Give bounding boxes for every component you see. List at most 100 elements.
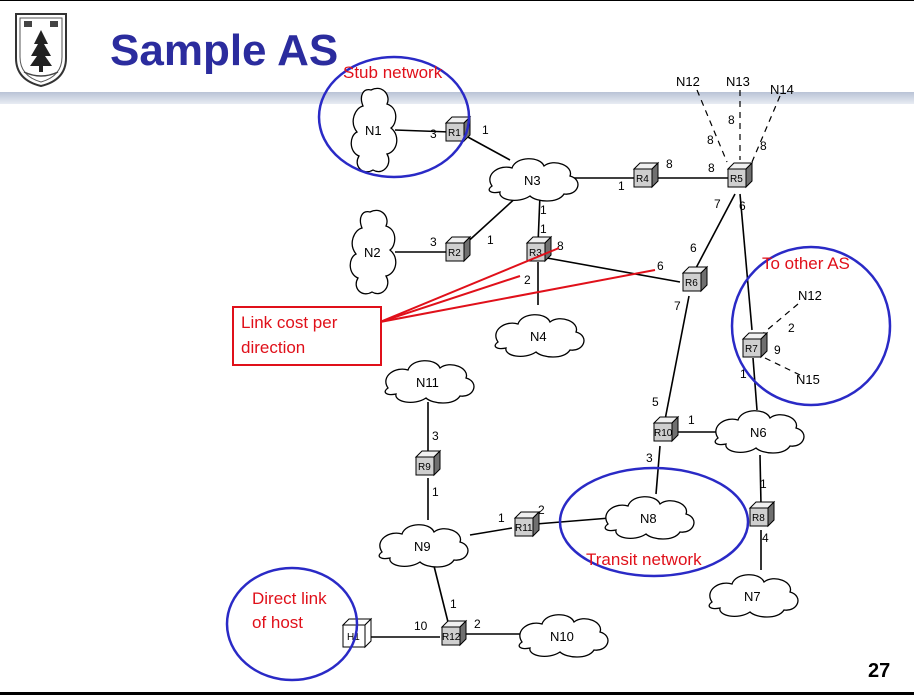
- link-n14-r5: [751, 95, 781, 163]
- cost-label: 1: [540, 222, 547, 236]
- svg-text:R6: R6: [685, 278, 698, 289]
- bottom-rule: [0, 692, 914, 695]
- svg-text:R5: R5: [730, 174, 743, 185]
- cost-label: 1: [740, 367, 747, 381]
- link-r10-n8: [655, 445, 661, 495]
- router-r9: R9: [415, 450, 441, 476]
- cost-label: 8: [728, 113, 735, 127]
- network-n11: N11: [384, 360, 475, 404]
- external-n12-side: N12: [798, 288, 822, 303]
- network-n4: N4: [494, 314, 585, 358]
- svg-text:R7: R7: [745, 344, 758, 355]
- network-n6: N6: [714, 410, 805, 454]
- stub-network-ellipse: [317, 55, 471, 179]
- svg-text:R11: R11: [515, 523, 533, 534]
- svg-text:R8: R8: [752, 513, 765, 524]
- svg-text:R12: R12: [442, 632, 461, 643]
- transit-network-label: Transit network: [586, 550, 702, 569]
- cost-label: 1: [498, 511, 505, 525]
- network-n1: N1: [350, 87, 398, 173]
- svg-text:N1: N1: [365, 123, 382, 138]
- link-n12-r5: [696, 89, 728, 163]
- router-r3: R3: [526, 236, 552, 262]
- svg-text:N2: N2: [364, 245, 381, 260]
- direct-link-label-line1: Direct link: [252, 589, 327, 608]
- svg-text:N4: N4: [530, 329, 547, 344]
- cost-label: 6: [739, 199, 746, 213]
- link-r5-r7: [739, 193, 753, 331]
- cost-label: 7: [714, 197, 721, 211]
- svg-text:N7: N7: [744, 589, 761, 604]
- stub-network-label: Stub network: [343, 63, 443, 82]
- link-r7-n6: [752, 357, 758, 411]
- cost-label: 1: [760, 477, 767, 491]
- link-n9-r12: [431, 557, 449, 623]
- cost-label: 10: [414, 619, 428, 633]
- link-n6-r8: [759, 454, 762, 506]
- cost-label: 8: [760, 139, 767, 153]
- cost-label: 8: [666, 157, 673, 171]
- svg-text:N6: N6: [750, 425, 767, 440]
- link-n9-r11: [469, 527, 513, 536]
- external-n14: N14: [770, 82, 794, 97]
- cost-label: 3: [430, 235, 437, 249]
- network-n2: N2: [349, 209, 397, 295]
- cost-label: 2: [538, 503, 545, 517]
- svg-text:N9: N9: [414, 539, 431, 554]
- svg-text:R2: R2: [448, 248, 461, 259]
- slide-title: Sample AS: [110, 26, 339, 75]
- cost-label: 1: [688, 413, 695, 427]
- link-r5-r6: [695, 193, 736, 269]
- link-n1-r1: [394, 129, 451, 133]
- other-as-label: To other AS: [762, 254, 850, 273]
- router-r8: R8: [749, 501, 775, 527]
- cost-label: 3: [646, 451, 653, 465]
- cost-label: 2: [474, 617, 481, 631]
- cost-label: 3: [430, 127, 437, 141]
- page-number: 27: [868, 660, 891, 682]
- cost-label: 1: [487, 233, 494, 247]
- cost-label: 8: [707, 133, 714, 147]
- cost-label: 7: [674, 299, 681, 313]
- top-rule: [0, 0, 914, 1]
- cost-label: 3: [432, 429, 439, 443]
- cost-label: 2: [524, 273, 531, 287]
- router-r11: R11: [514, 511, 540, 537]
- link-r1-n3: [465, 135, 511, 161]
- cost-label: 1: [540, 203, 547, 217]
- svg-text:H1: H1: [347, 632, 360, 643]
- link-r6-r10: [663, 295, 690, 426]
- cost-label: 8: [557, 239, 564, 253]
- svg-text:N3: N3: [524, 173, 541, 188]
- svg-text:R1: R1: [448, 128, 461, 139]
- link-r7-n15: [764, 357, 801, 376]
- svg-text:N8: N8: [640, 511, 657, 526]
- external-links: [696, 89, 801, 376]
- svg-text:R9: R9: [418, 462, 431, 473]
- external-n13: N13: [726, 74, 750, 89]
- svg-text:N10: N10: [550, 629, 574, 644]
- network-n3: N3: [488, 158, 579, 202]
- cost-label: 4: [762, 531, 769, 545]
- external-n15: N15: [796, 372, 820, 387]
- svg-text:N11: N11: [416, 375, 439, 390]
- network-n9: N9: [378, 524, 469, 568]
- svg-text:R10: R10: [654, 428, 673, 439]
- cost-label: 5: [652, 395, 659, 409]
- router-r7: R7: [742, 332, 768, 358]
- other-as-ellipse: [730, 245, 892, 407]
- cost-label: 1: [482, 123, 489, 137]
- transit-network-ellipse: [558, 466, 750, 578]
- host-link-ellipse: [225, 566, 359, 682]
- svg-text:R4: R4: [636, 174, 649, 185]
- svg-text:R3: R3: [529, 248, 542, 259]
- link-r2-n3: [462, 193, 521, 247]
- callout-lines: [379, 247, 656, 323]
- router-r5: R5: [727, 162, 753, 188]
- header-bar: [0, 92, 914, 104]
- link-cost-callout-box: [232, 306, 382, 366]
- cost-label: 9: [774, 343, 781, 357]
- link-costs: 3 1 3 1 1 8 1 2 6 8 1 8 8 8 8 7 6 6 7 2 …: [414, 113, 795, 633]
- link-r7-n12: [759, 303, 799, 337]
